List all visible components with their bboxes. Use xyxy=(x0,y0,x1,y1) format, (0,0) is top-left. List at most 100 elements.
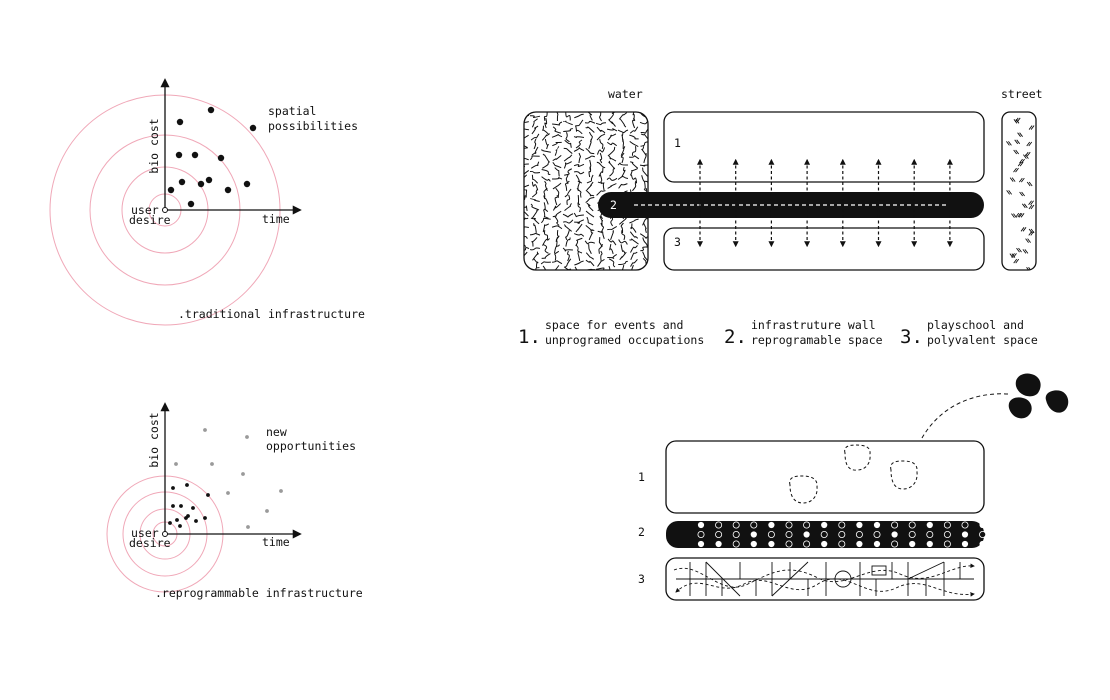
water-squiggle xyxy=(542,223,550,233)
street-hatch xyxy=(1008,190,1013,195)
water-squiggle xyxy=(596,190,606,196)
water-squiggle xyxy=(542,161,551,169)
dot-active xyxy=(979,540,986,548)
chart-caption: .reprogrammable infrastructure xyxy=(155,586,363,600)
street-hatch xyxy=(1009,253,1014,258)
water-squiggle xyxy=(621,166,626,178)
street-hatch xyxy=(1008,141,1012,146)
water-squiggle xyxy=(564,180,570,191)
dot-inactive xyxy=(873,531,881,539)
floating-blobs xyxy=(1008,373,1069,419)
data-point xyxy=(217,154,225,162)
water-squiggle xyxy=(540,217,551,224)
data-point-grey xyxy=(226,491,230,495)
plan-diagram: water street 1 3 2 xyxy=(523,87,1043,271)
water-squiggle xyxy=(563,224,572,232)
street-hatch xyxy=(1013,167,1017,173)
water-squiggle xyxy=(575,174,583,184)
water-squiggle xyxy=(554,146,560,156)
street-hatch xyxy=(1030,125,1035,130)
blob xyxy=(1015,373,1041,397)
dot-inactive xyxy=(820,531,828,539)
zone-1-label: 1 xyxy=(674,136,681,150)
data-point xyxy=(249,124,257,132)
dot-inactive xyxy=(767,531,775,539)
water-block xyxy=(523,111,649,271)
water-squiggle xyxy=(553,244,560,254)
water-squiggle xyxy=(585,224,595,232)
dot-active xyxy=(715,540,722,548)
legend-line-1: space for events and xyxy=(545,318,683,332)
water-squiggle xyxy=(552,141,562,147)
annotation-line-1: new xyxy=(266,425,287,439)
origin-marker xyxy=(162,207,168,213)
data-point-grey xyxy=(203,428,207,432)
water-squiggle xyxy=(597,147,605,155)
water-squiggle xyxy=(597,230,605,239)
water-squiggle xyxy=(596,161,606,169)
water-squiggle xyxy=(642,251,648,261)
water-squiggle xyxy=(543,244,549,254)
water-squiggle xyxy=(531,188,539,198)
water-squiggle xyxy=(617,129,629,134)
water-squiggle xyxy=(575,237,583,247)
reprogrammable-dot-grid xyxy=(697,521,987,548)
street-hatch xyxy=(1021,158,1025,164)
street-hatch xyxy=(1030,231,1035,236)
water-squiggle xyxy=(524,247,530,251)
water-squiggle xyxy=(541,176,551,182)
water-squiggle xyxy=(629,126,639,134)
water-squiggle xyxy=(542,265,550,270)
water-squiggle xyxy=(565,112,571,121)
street-hatch xyxy=(1006,141,1010,146)
water-squiggle xyxy=(551,225,563,230)
water-squiggle xyxy=(585,189,595,197)
section-layer-1 xyxy=(665,440,985,514)
street-hatch xyxy=(1019,191,1023,197)
water-squiggle xyxy=(585,147,595,155)
water-squiggle xyxy=(540,261,551,265)
dot-inactive xyxy=(732,540,740,548)
dot-active xyxy=(979,521,986,529)
water-squiggle xyxy=(608,265,616,270)
street-hatch xyxy=(1020,213,1025,218)
water-squiggle xyxy=(575,223,583,233)
water-squiggle xyxy=(543,209,549,219)
street-hatch xyxy=(1015,212,1020,218)
data-point xyxy=(175,151,183,159)
water-squiggle xyxy=(552,121,563,126)
water-squiggle xyxy=(524,134,529,140)
water-squiggle xyxy=(607,238,617,246)
water-squiggle xyxy=(632,117,636,129)
water-squiggle xyxy=(585,252,595,260)
water-squiggle xyxy=(530,161,540,169)
water-squiggle xyxy=(607,183,617,189)
water-squiggle xyxy=(630,264,636,270)
street-hatch xyxy=(1023,154,1027,159)
street-hatch xyxy=(1015,258,1020,264)
reprogrammable-infrastructure-chart: bio cost time user desire new opportunit… xyxy=(106,402,363,600)
dot-active xyxy=(909,540,916,548)
water-squiggle xyxy=(608,112,616,121)
dot-inactive xyxy=(855,531,863,539)
water-squiggle xyxy=(584,240,596,245)
water-squiggle xyxy=(524,265,528,270)
dot-active xyxy=(697,521,705,529)
water-label: water xyxy=(608,87,643,101)
water-squiggle xyxy=(630,259,638,267)
water-squiggle xyxy=(544,117,548,129)
water-squiggle xyxy=(609,244,614,254)
street-block xyxy=(1001,111,1037,271)
data-point-grey xyxy=(241,472,245,476)
street-hatch xyxy=(1013,258,1018,264)
water-squiggle xyxy=(573,233,585,237)
water-squiggle xyxy=(563,147,573,154)
water-squiggle xyxy=(544,230,549,240)
street-hatch xyxy=(1028,231,1033,236)
water-squiggle xyxy=(524,202,528,211)
water-squiggle xyxy=(529,232,541,236)
street-hatch xyxy=(1015,167,1019,173)
dot-inactive xyxy=(979,531,987,539)
water-squiggle xyxy=(584,120,596,124)
